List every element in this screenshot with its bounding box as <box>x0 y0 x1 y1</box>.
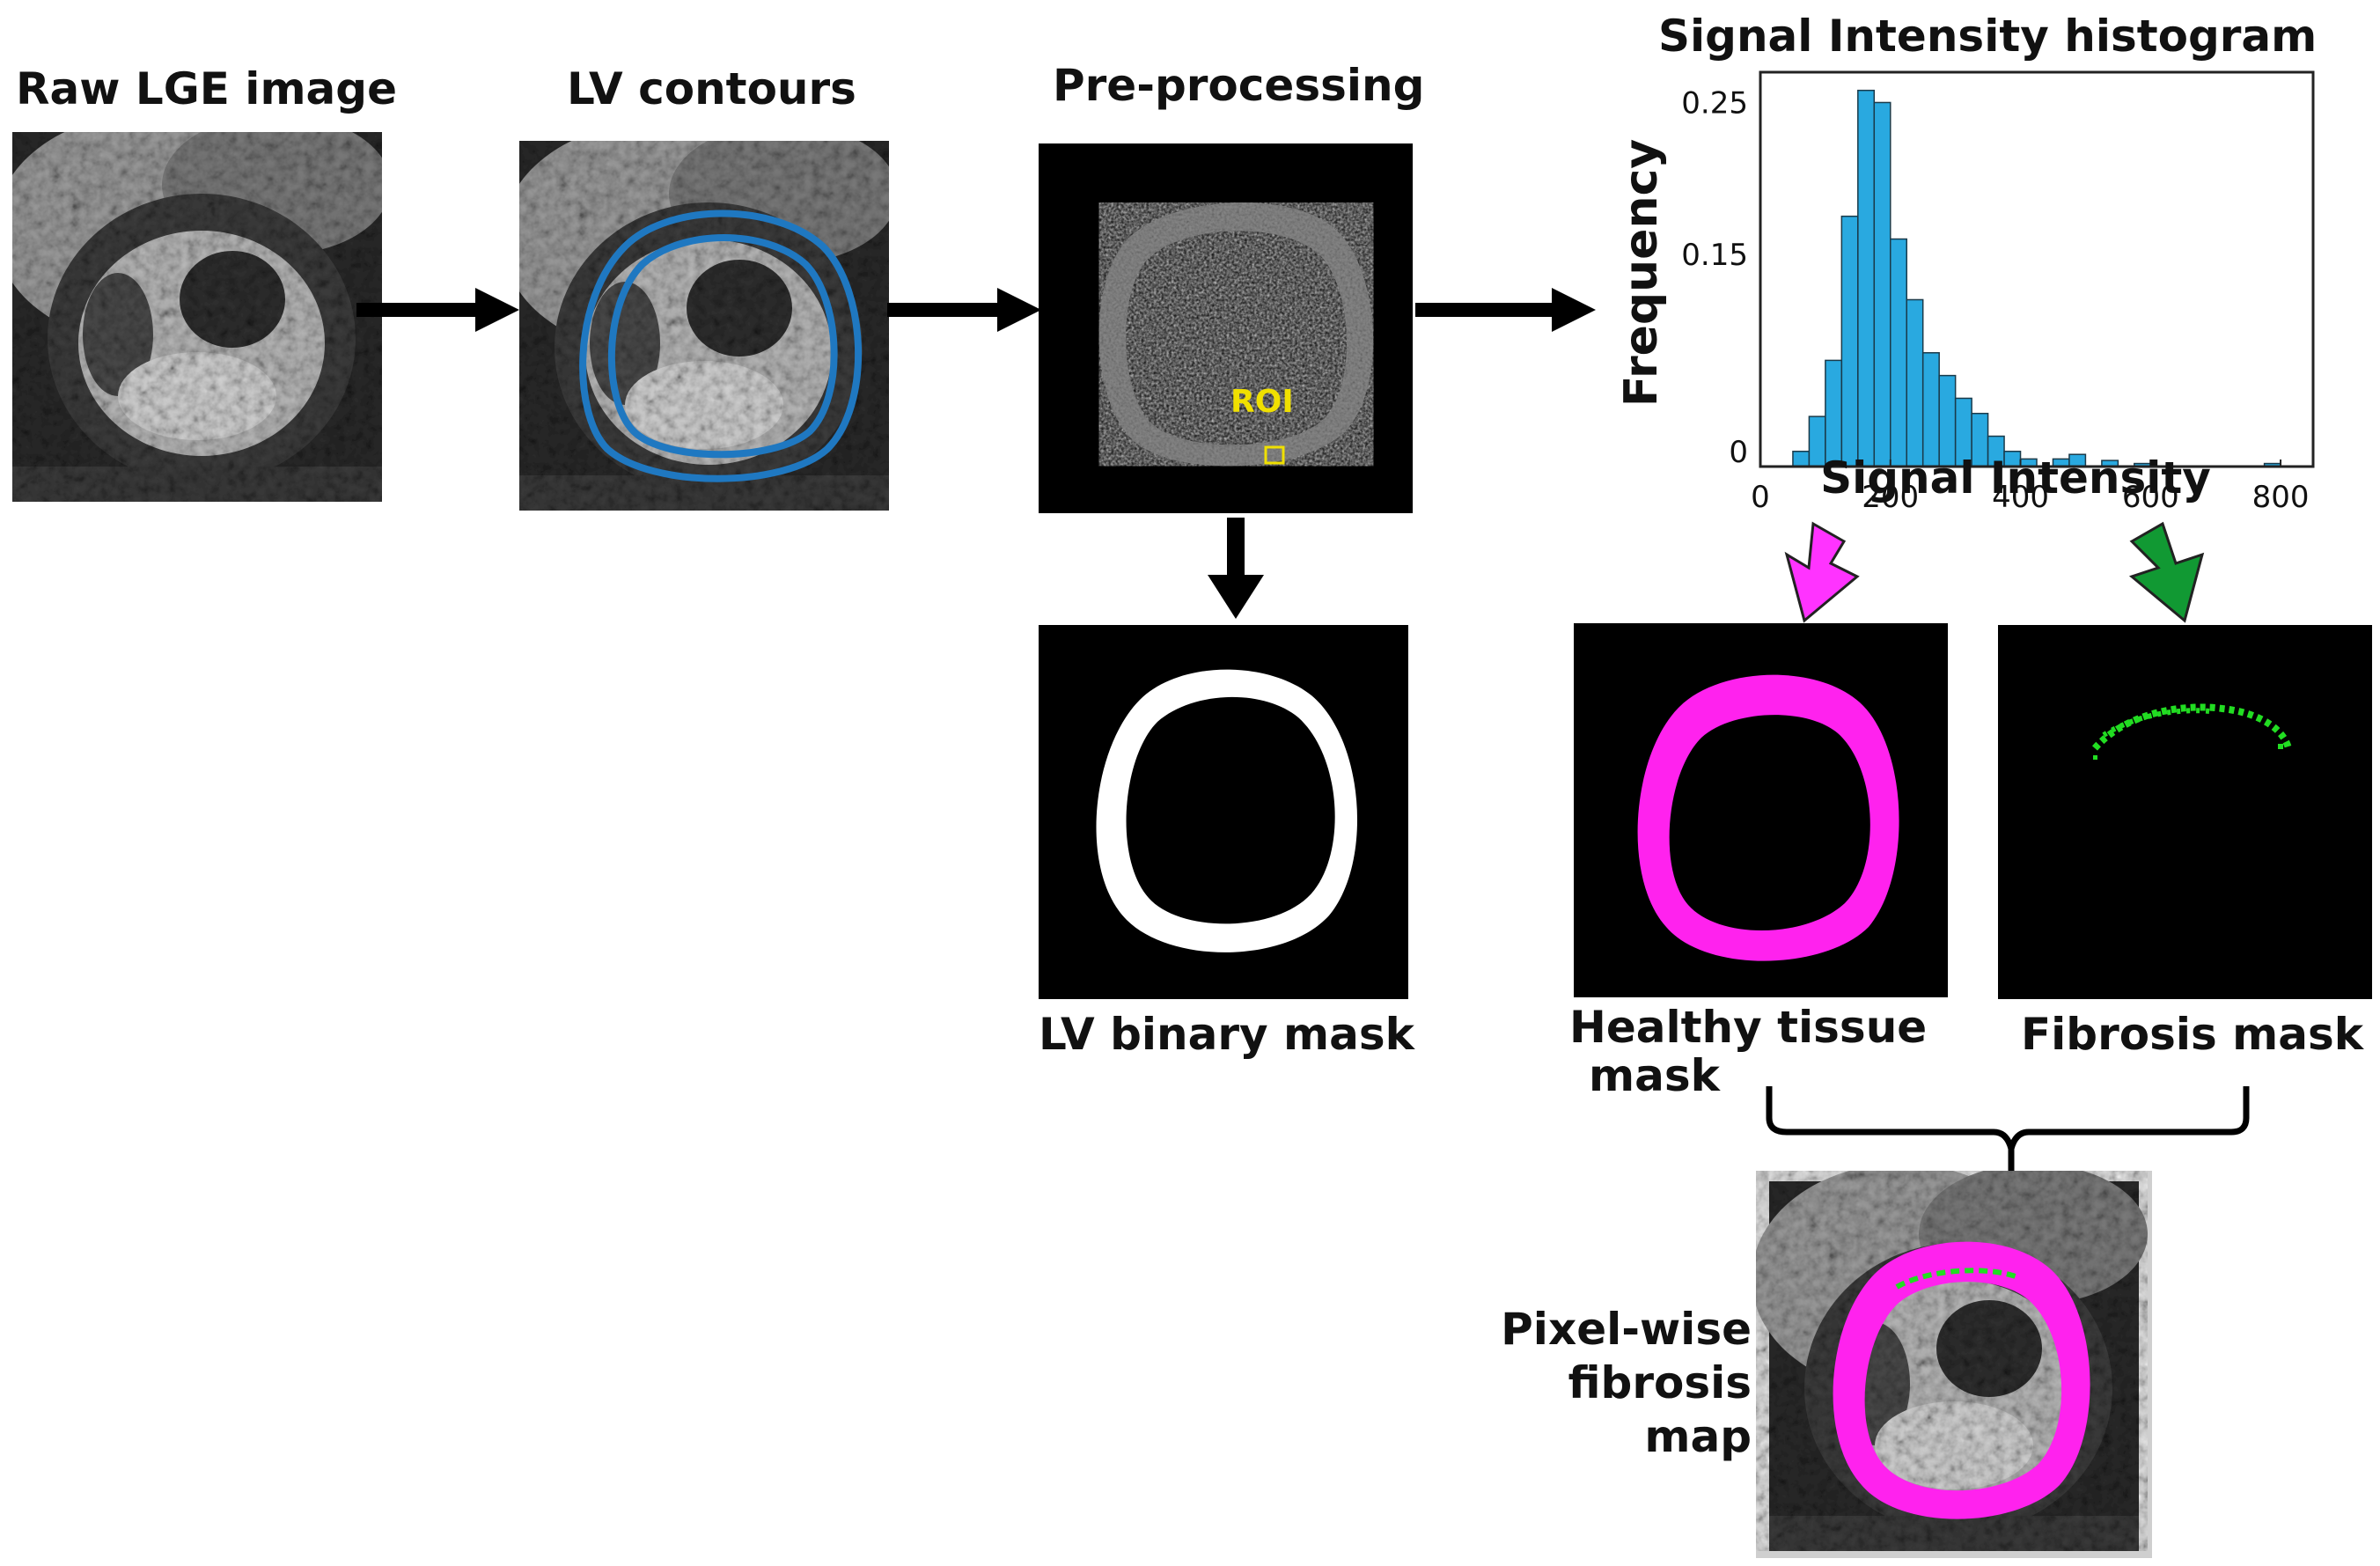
histogram-bar <box>1890 238 1907 467</box>
arrow-preprocessing-to-mask <box>1208 518 1264 619</box>
preprocessing-label: Pre-processing <box>1053 60 1425 111</box>
histogram-bar <box>1840 215 1859 467</box>
x-axis-label: Signal Intensity <box>1820 452 2211 504</box>
x-tick-label: 0 <box>1751 480 1770 515</box>
arrow-to-fibrosis-mask <box>2128 521 2205 623</box>
map-label-line3: map <box>1644 1411 1752 1462</box>
x-tick-label: 200 <box>1862 480 1919 515</box>
histogram-chart: 0 200 400 600 800 0 0.15 0.25 Frequency Signal … <box>1602 62 2324 519</box>
y-tick-label: 0.25 <box>1681 85 1748 121</box>
fibrosis-mask-image <box>1998 625 2372 999</box>
arrow-to-healthy-mask <box>1784 521 1860 623</box>
x-tick-label: 800 <box>2252 480 2310 515</box>
lv-contours-image <box>519 141 889 511</box>
healthy-tissue-mask-image <box>1574 623 1948 997</box>
healthy-tissue-mask-label: Healthy tissue mask <box>1569 1004 1939 1100</box>
histogram-bar <box>1857 89 1876 467</box>
raw-image-label: Raw LGE image <box>16 63 397 114</box>
arrow-contours-to-preprocessing <box>887 288 1041 332</box>
roi-label: ROI <box>1230 384 1294 420</box>
lv-binary-mask-image <box>1039 625 1408 999</box>
histogram-bar <box>1792 451 1811 467</box>
histogram-bar <box>1921 352 1940 467</box>
histogram-bar <box>1825 359 1843 467</box>
y-tick-label: 0.15 <box>1681 238 1748 273</box>
y-axis-label: Frequency <box>1615 139 1668 407</box>
x-tick-label: 400 <box>1992 480 2049 515</box>
healthy-label-line1: Healthy tissue <box>1569 1002 1928 1053</box>
raw-lge-image <box>12 132 382 502</box>
arrow-raw-to-contours <box>356 288 519 332</box>
fibrosis-map-label: Pixel-wise fibrosis map <box>1488 1303 1752 1464</box>
histogram-bar <box>1906 298 1924 467</box>
x-tick-label: 600 <box>2122 480 2179 515</box>
healthy-label-line2: mask <box>1589 1050 1720 1101</box>
fibrosis-mask-label: Fibrosis mask <box>2021 1009 2364 1060</box>
histogram-plot-frame <box>1759 70 2315 468</box>
lv-binary-mask-label: LV binary mask <box>1039 1009 1414 1060</box>
preprocessing-image: ROI <box>1039 143 1413 513</box>
lv-contours-label: LV contours <box>567 63 856 114</box>
histogram-title: Signal Intensity histogram <box>1658 11 2318 62</box>
combine-brace <box>1766 1086 2250 1171</box>
inner-contour <box>607 234 838 459</box>
fibrosis-map-image <box>1756 1171 2152 1558</box>
map-label-line1: Pixel-wise <box>1501 1304 1752 1355</box>
roi-box <box>1264 445 1285 465</box>
y-tick-label: 0 <box>1729 435 1748 470</box>
outer-contour <box>579 210 863 482</box>
histogram-bar <box>1873 101 1892 467</box>
arrow-preprocessing-to-histogram <box>1415 288 1596 332</box>
map-label-line2: fibrosis <box>1568 1357 1752 1408</box>
